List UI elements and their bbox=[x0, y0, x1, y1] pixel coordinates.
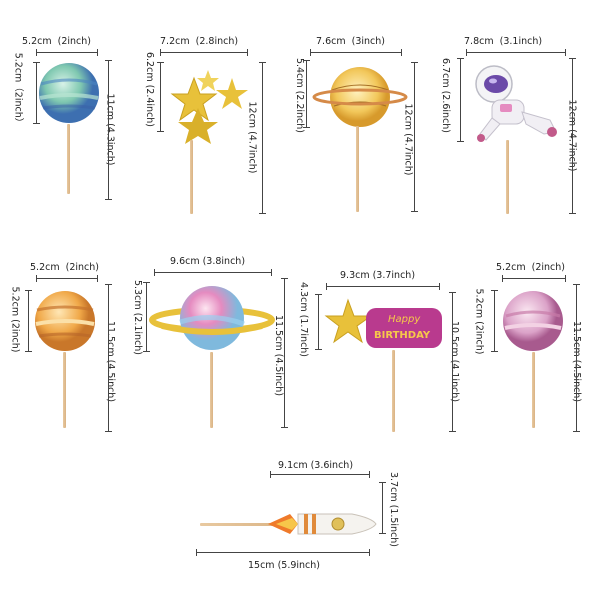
height-dimension-line bbox=[379, 482, 386, 534]
height-dimension-line bbox=[143, 282, 150, 352]
stick bbox=[67, 124, 70, 194]
height-label: 5.3cm (2.1inch) bbox=[132, 279, 144, 356]
height-dimension-line bbox=[491, 290, 498, 352]
green-planet-icon bbox=[39, 63, 99, 123]
width-label: 7.8cm (3.1inch) bbox=[464, 36, 543, 47]
height-label: 5.2cm (2inch) bbox=[473, 288, 485, 355]
height-dimension-line bbox=[303, 60, 310, 128]
stick bbox=[190, 140, 193, 214]
pink-planet-icon bbox=[503, 291, 563, 351]
total-height-label: 11cm (4.3inch) bbox=[104, 93, 116, 166]
height-label: 5.2cm（2inch） bbox=[12, 52, 24, 128]
height-dimension-line bbox=[457, 58, 464, 142]
orange-planet-icon bbox=[35, 291, 95, 351]
width-label: 9.1cm (3.6inch) bbox=[278, 460, 354, 471]
width-dimension-line bbox=[270, 471, 370, 478]
ringed-planet-icon bbox=[312, 67, 408, 127]
happy-text: Happy bbox=[388, 314, 421, 325]
star-icon bbox=[324, 298, 442, 348]
width-label: 5.2cm (2inch) bbox=[22, 36, 91, 47]
width-dimension-line bbox=[502, 275, 566, 282]
width-dimension-line bbox=[36, 275, 98, 282]
total-height-label: 10.5cm (4.1inch) bbox=[449, 320, 461, 403]
width-dimension-line bbox=[36, 49, 98, 56]
stick bbox=[506, 140, 509, 214]
total-length-dimension-line bbox=[196, 549, 370, 556]
stick bbox=[210, 352, 213, 428]
total-height-dimension-line bbox=[259, 62, 266, 214]
total-height-dimension-line bbox=[569, 58, 576, 214]
height-dimension-line bbox=[25, 290, 32, 352]
total-height-label: 11.5cm (4.5inch) bbox=[105, 320, 117, 403]
height-label: 4.3cm (1.7inch) bbox=[298, 281, 310, 358]
total-height-label: 11.5cm (4.5inch) bbox=[273, 314, 285, 397]
width-dimension-line bbox=[466, 49, 566, 56]
width-label: 7.6cm (3inch) bbox=[316, 36, 385, 47]
stick bbox=[63, 352, 66, 428]
width-dimension-line bbox=[160, 49, 248, 56]
total-height-dimension-line bbox=[105, 60, 112, 200]
width-label: 9.6cm (3.8inch) bbox=[170, 256, 246, 267]
height-label: 6.2cm (2.4inch) bbox=[144, 51, 156, 128]
birthday-text: BIRTHDAY bbox=[374, 330, 431, 341]
total-height-dimension-line bbox=[281, 278, 288, 428]
width-dimension-line bbox=[310, 49, 402, 56]
height-label: 3.7cm (1.5inch) bbox=[388, 471, 400, 548]
height-label: 6.7cm (2.6inch) bbox=[440, 57, 452, 134]
height-label: 5.2cm (2inch) bbox=[9, 286, 21, 353]
total-height-dimension-line bbox=[573, 284, 580, 432]
total-height-dimension-line bbox=[411, 62, 418, 212]
stick bbox=[532, 352, 535, 428]
total-height-dimension-line bbox=[449, 292, 456, 432]
width-label: 5.2cm (2inch) bbox=[30, 262, 99, 273]
rocket-icon bbox=[268, 513, 377, 535]
star-icon bbox=[170, 70, 248, 144]
width-dimension-line bbox=[326, 283, 440, 290]
height-dimension-line bbox=[157, 62, 164, 132]
pink-ringed-planet-icon bbox=[149, 286, 275, 350]
stick bbox=[356, 126, 359, 212]
height-dimension-line bbox=[33, 62, 40, 124]
height-dimension-line bbox=[315, 294, 322, 350]
stick bbox=[200, 523, 296, 526]
width-dimension-line bbox=[154, 269, 272, 276]
width-label: 9.3cm (3.7inch) bbox=[340, 270, 416, 281]
total-height-dimension-line bbox=[105, 284, 112, 432]
height-label: 5.4cm (2.2inch) bbox=[294, 57, 306, 134]
stick bbox=[392, 350, 395, 432]
width-label: 5.2cm (2inch) bbox=[496, 262, 565, 273]
astronaut-icon bbox=[475, 65, 557, 142]
total-length-label: 15cm (5.9inch) bbox=[248, 560, 321, 571]
width-label: 7.2cm (2.8inch) bbox=[160, 36, 239, 47]
